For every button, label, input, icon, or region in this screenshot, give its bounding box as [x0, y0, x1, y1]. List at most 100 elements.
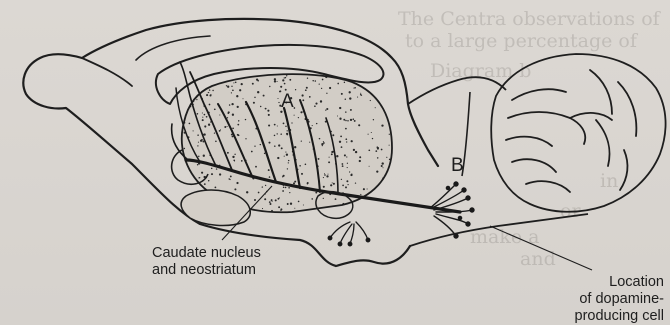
stipple-dot	[243, 98, 244, 99]
cerebellum	[491, 54, 665, 212]
stipple-dot	[321, 143, 323, 145]
stipple-dot	[355, 182, 356, 183]
stipple-dot	[324, 173, 325, 174]
stipple-dot	[209, 94, 211, 96]
stipple-dot	[354, 87, 356, 89]
stipple-dot	[343, 71, 344, 72]
stipple-dot	[238, 120, 239, 121]
stipple-dot	[350, 109, 352, 111]
stipple-dot	[380, 211, 381, 212]
stipple-dot	[376, 170, 378, 172]
stipple-dot	[241, 160, 243, 162]
stipple-dot	[309, 96, 311, 98]
stipple-dot	[267, 110, 269, 112]
stipple-dot	[334, 215, 336, 217]
stipple-dot	[389, 145, 390, 146]
stipple-dot	[226, 85, 227, 86]
stipple-dot	[348, 184, 349, 185]
stipple-dot	[301, 173, 303, 175]
stipple-dot	[340, 136, 342, 138]
stipple-dot	[322, 79, 324, 81]
stipple-dot	[245, 138, 246, 139]
caudate-caption: Caudate nucleus and neostriatum	[152, 245, 261, 279]
stipple-dot	[197, 134, 199, 136]
stipple-dot	[357, 215, 359, 217]
stipple-dot	[362, 210, 364, 212]
stipple-dot	[382, 162, 384, 164]
stipple-dot	[262, 186, 263, 187]
stipple-dot	[396, 194, 398, 196]
stipple-dot	[204, 183, 206, 185]
stipple-dot	[360, 194, 361, 195]
stipple-dot	[279, 197, 280, 198]
stipple-dot	[287, 130, 288, 131]
stipple-dot	[284, 156, 285, 157]
stipple-dot	[331, 153, 333, 155]
stipple-dot	[228, 178, 229, 179]
stipple-dot	[277, 81, 278, 82]
stipple-dot	[312, 125, 313, 126]
stipple-dot	[204, 114, 206, 116]
stipple-dot	[309, 142, 310, 143]
stipple-dot	[268, 169, 270, 171]
stipple-dot	[372, 209, 374, 211]
stipple-dot	[181, 95, 182, 96]
stipple-dot	[391, 196, 392, 197]
stipple-dot	[320, 100, 322, 102]
stipple-dot	[282, 79, 284, 81]
stipple-dot	[381, 149, 383, 151]
stipple-dot	[344, 82, 345, 83]
stipple-dot	[328, 161, 330, 163]
stipple-dot	[181, 186, 182, 187]
stipple-dot	[385, 102, 387, 104]
stipple-dot	[235, 82, 237, 84]
stipple-dot	[299, 165, 301, 167]
stipple-dot	[195, 70, 197, 72]
stipple-dot	[288, 162, 289, 163]
stipple-dot	[194, 68, 196, 70]
stipple-dot	[181, 186, 183, 188]
stipple-dot	[263, 95, 265, 97]
stipple-dot	[354, 120, 356, 122]
stipple-dot	[337, 83, 339, 85]
stipple-dot	[307, 78, 308, 79]
stipple-dot	[290, 203, 292, 205]
stipple-dot	[237, 68, 238, 69]
stipple-dot	[345, 128, 347, 130]
stipple-dot	[332, 134, 334, 136]
stipple-dot	[277, 133, 278, 134]
stipple-dot	[274, 78, 276, 80]
stipple-dot	[205, 85, 206, 86]
caption-line: Location	[575, 274, 664, 291]
stipple-dot	[389, 102, 391, 104]
frontal-sulcus	[82, 58, 132, 86]
stipple-dot	[306, 87, 308, 89]
stipple-dot	[345, 111, 346, 112]
stipple-dot	[286, 154, 288, 156]
location-leader-line	[490, 226, 592, 270]
brainstem-outline	[408, 77, 506, 104]
stipple-dot	[349, 97, 351, 99]
stipple-dot	[206, 94, 208, 96]
stipple-dot	[350, 204, 352, 206]
stipple-dot	[393, 137, 394, 138]
stipple-dot	[201, 172, 203, 174]
stipple-dot	[244, 71, 246, 73]
stipple-dot	[371, 132, 372, 133]
caption-line: and neostriatum	[152, 262, 261, 279]
stipple-dot	[283, 175, 285, 177]
stipple-dot	[358, 124, 360, 126]
stipple-dot	[333, 214, 334, 215]
stipple-dot	[383, 104, 385, 106]
stipple-dot	[232, 114, 234, 116]
stipple-dot	[208, 124, 210, 126]
stipple-dot	[380, 93, 381, 94]
stipple-dot	[234, 154, 235, 155]
stipple-dot	[386, 157, 387, 158]
stipple-dot	[302, 94, 304, 96]
stipple-dot	[342, 165, 344, 167]
stipple-dot	[287, 203, 289, 205]
stipple-dot	[395, 208, 397, 210]
stipple-dot	[397, 70, 398, 71]
stipple-dot	[246, 191, 248, 193]
